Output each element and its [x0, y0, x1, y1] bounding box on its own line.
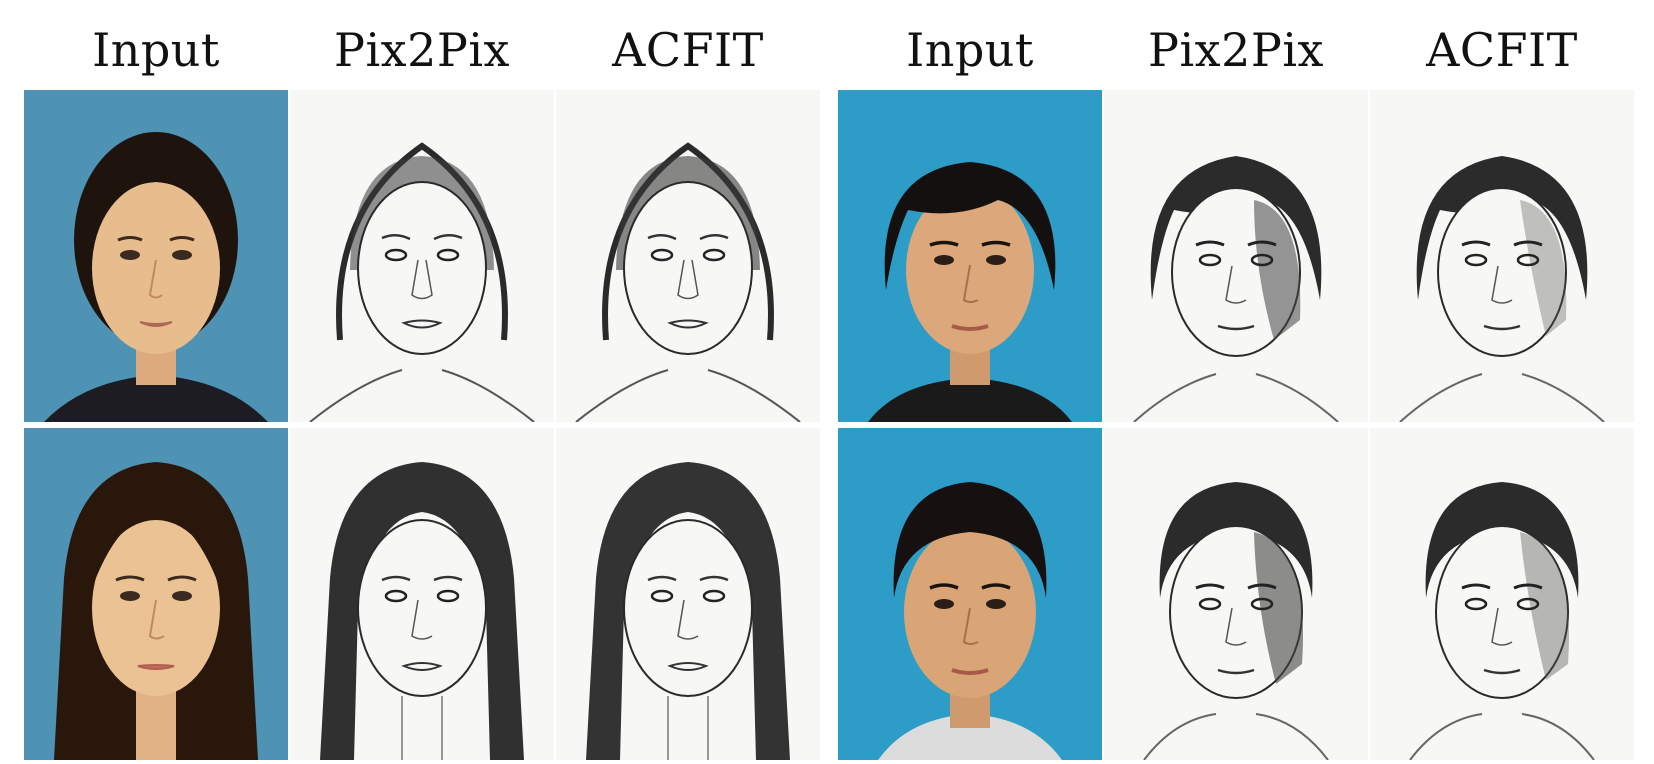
- acfit-sketch-female-2: [556, 428, 820, 760]
- header-acfit-right: ACFIT: [1426, 23, 1578, 77]
- acfit-sketch-female-1: [556, 90, 820, 422]
- input-photo-female-2: [24, 428, 288, 760]
- input-photo-male-1: [838, 90, 1102, 422]
- pix2pix-sketch-female-1: [290, 90, 554, 422]
- pix2pix-sketch-male-2: [1104, 428, 1368, 760]
- acfit-sketch-male-1: [1370, 90, 1634, 422]
- header-input-left: Input: [92, 23, 220, 77]
- acfit-sketch-male-2: [1370, 428, 1634, 760]
- input-photo-female-1: [24, 90, 288, 422]
- header-acfit-left: ACFIT: [612, 23, 764, 77]
- header-pix2pix-left: Pix2Pix: [334, 23, 510, 77]
- pix2pix-sketch-female-2: [290, 428, 554, 760]
- input-photo-male-2: [838, 428, 1102, 760]
- header-pix2pix-right: Pix2Pix: [1148, 23, 1324, 77]
- pix2pix-sketch-male-1: [1104, 90, 1368, 422]
- header-input-right: Input: [906, 23, 1034, 77]
